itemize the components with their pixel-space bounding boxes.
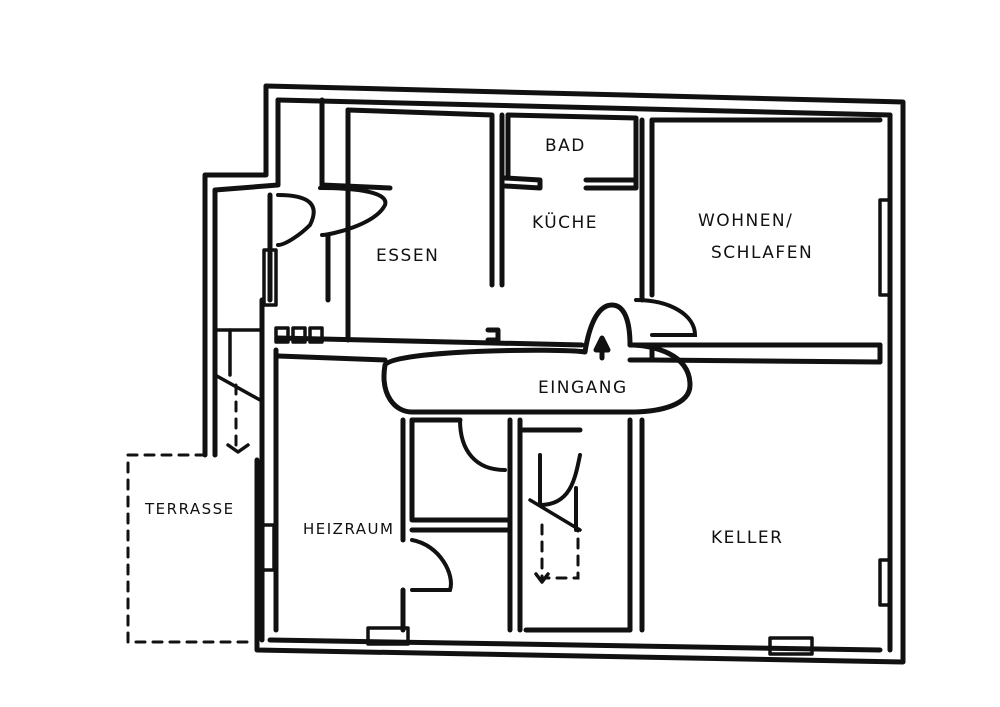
stairs xyxy=(213,328,582,584)
interior-walls-middle xyxy=(275,327,883,365)
window-keller-bottom xyxy=(768,636,814,656)
eingang-arrow-head xyxy=(593,335,611,353)
interior-walls-upper xyxy=(267,97,883,348)
door-heizraum xyxy=(410,538,453,592)
windows xyxy=(258,198,892,656)
room-label-eingang: EINGANG xyxy=(538,378,628,398)
window-keller xyxy=(878,558,892,607)
door-essen xyxy=(318,186,388,237)
door-stair-mid xyxy=(538,453,582,507)
door-wohnen xyxy=(634,298,698,337)
room-label-bad: BAD xyxy=(545,136,586,156)
eingang-hall-outline xyxy=(381,302,693,415)
room-label-keller: KELLER xyxy=(711,528,783,548)
window-heizraum xyxy=(366,626,410,646)
chimney-blocks xyxy=(274,326,324,344)
door-stair-top xyxy=(276,193,316,247)
outer-walls xyxy=(202,83,906,665)
terrasse-outline xyxy=(126,453,257,644)
room-label-wohnen: WOHNEN/ xyxy=(698,211,793,231)
room-label-heizraum: HEIZRAUM xyxy=(303,520,394,538)
room-label-terrasse: TERRASSE xyxy=(144,500,235,518)
interior-walls-lower xyxy=(400,417,645,633)
room-label-kueche: KÜCHE xyxy=(532,211,598,233)
window-west xyxy=(258,523,276,572)
room-label-essen: ESSEN xyxy=(376,246,439,266)
window-wohnen xyxy=(878,198,892,297)
room-label-schlafen: SCHLAFEN xyxy=(711,243,813,263)
door-hall-lower xyxy=(458,418,507,472)
door-swings xyxy=(276,186,698,592)
